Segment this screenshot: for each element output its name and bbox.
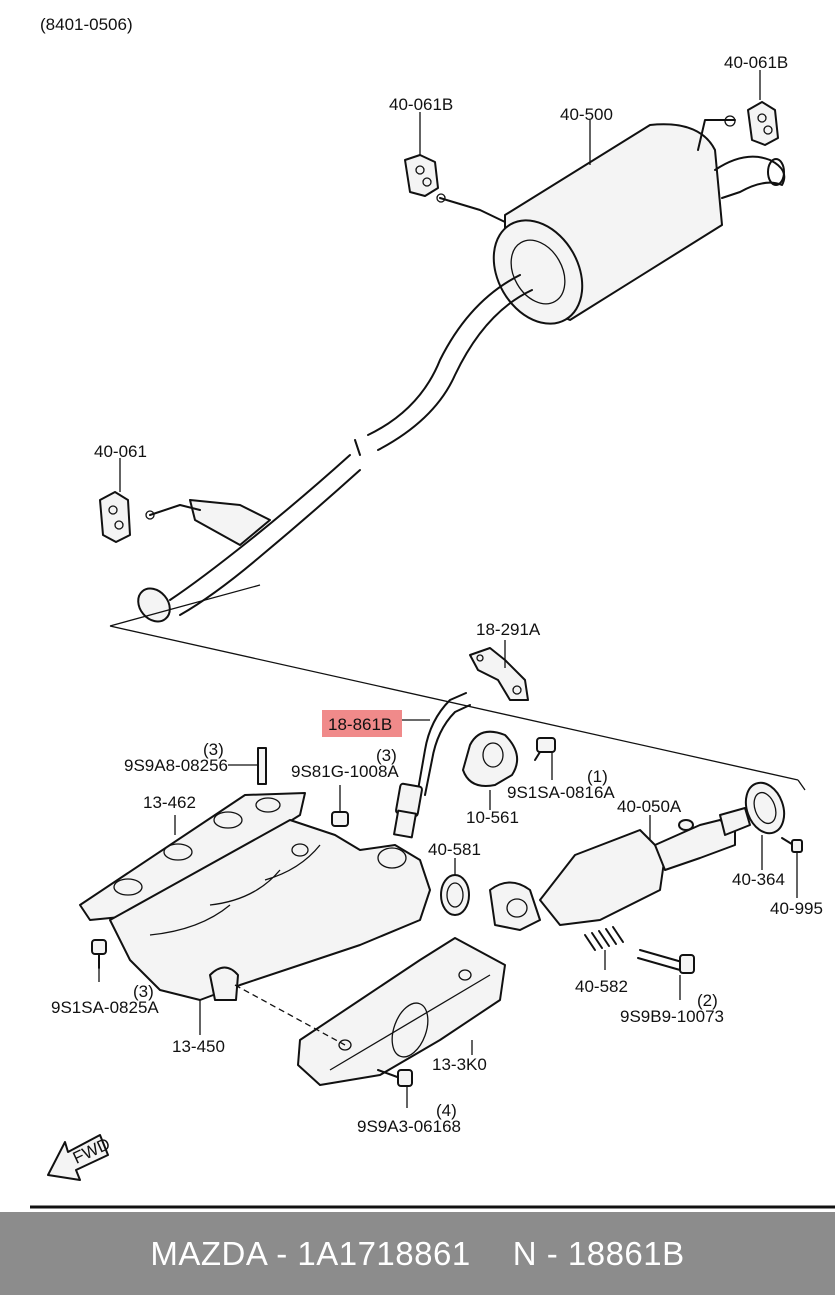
heat-shield-part <box>297 937 506 1086</box>
label-manifold: 13-450 <box>172 1037 225 1056</box>
label-nut: 9S81G-1008A <box>291 762 399 781</box>
bolt-icon <box>637 949 695 1000</box>
label-bolt-06168: 9S9A3-06168 <box>357 1117 461 1136</box>
forward-arrow-icon: FWD <box>47 1134 113 1181</box>
date-code-label: (8401-0506) <box>40 15 133 34</box>
label-hanger-top-right: 40-061B <box>724 53 788 72</box>
label-stud-qty: (3) <box>203 740 224 759</box>
rubber-hanger-icon <box>404 154 439 197</box>
label-clamp: 40-364 <box>732 870 785 889</box>
label-shield: 13-3K0 <box>432 1055 487 1074</box>
rubber-hanger-icon <box>747 101 779 146</box>
label-gasket-manifold: 13-462 <box>143 793 196 812</box>
bolt-icon <box>377 1069 413 1108</box>
label-bracket: 18-291A <box>476 620 541 639</box>
bolt-icon <box>534 737 556 780</box>
nut-icon <box>331 785 349 827</box>
gasket-ring-part <box>440 858 470 916</box>
spring-part <box>584 926 624 970</box>
manifold-gasket-part <box>79 792 306 921</box>
label-converter: 40-050A <box>617 797 682 816</box>
footer-ref: N - 18861B <box>512 1234 685 1272</box>
highlight-box <box>322 710 402 737</box>
label-bolt-0825-qty: (3) <box>133 982 154 1001</box>
label-bolt-0816-qty: (1) <box>587 767 608 786</box>
bracket-part <box>469 640 529 701</box>
exhaust-parts-diagram: (8401-0506) <box>30 15 835 1209</box>
label-hanger-top-mid: 40-061B <box>389 95 453 114</box>
pipe-clamp-part <box>744 781 786 870</box>
label-bolt-10073-qty: (2) <box>697 991 718 1010</box>
muffler-assembly <box>137 115 786 623</box>
label-stud: 9S9A8-08256 <box>124 756 228 775</box>
label-o2-sensor: 18-861B <box>328 715 392 734</box>
label-bolt-0825: 9S1SA-0825A <box>51 998 159 1017</box>
label-hanger-left: 40-061 <box>94 442 147 461</box>
heat-shield-small-part <box>462 730 519 810</box>
bolt-icon <box>781 837 803 898</box>
footer-bar: MAZDA - 1A1718861 N - 18861B <box>0 1212 835 1295</box>
label-bolt-10073: 9S9B9-10073 <box>620 1007 724 1026</box>
footer-part-info: MAZDA - 1A1718861 <box>150 1234 471 1272</box>
label-heat-shield-small: 10-561 <box>466 808 519 827</box>
label-muffler: 40-500 <box>560 105 613 124</box>
label-bolt-06168-qty: (4) <box>436 1101 457 1120</box>
catalytic-converter-part <box>539 807 751 926</box>
bolt-icon <box>91 939 107 982</box>
label-nut-qty: (3) <box>376 746 397 765</box>
label-gasket-581: 40-581 <box>428 840 481 859</box>
rubber-hanger-icon <box>99 491 131 543</box>
oxygen-sensor-part <box>393 692 471 839</box>
stud-icon <box>228 747 267 785</box>
flange-part <box>489 881 541 931</box>
label-bolt-995: 40-995 <box>770 899 823 918</box>
label-spring: 40-582 <box>575 977 628 996</box>
exhaust-manifold-part <box>109 819 431 1035</box>
label-bolt-0816: 9S1SA-0816A <box>507 783 615 802</box>
